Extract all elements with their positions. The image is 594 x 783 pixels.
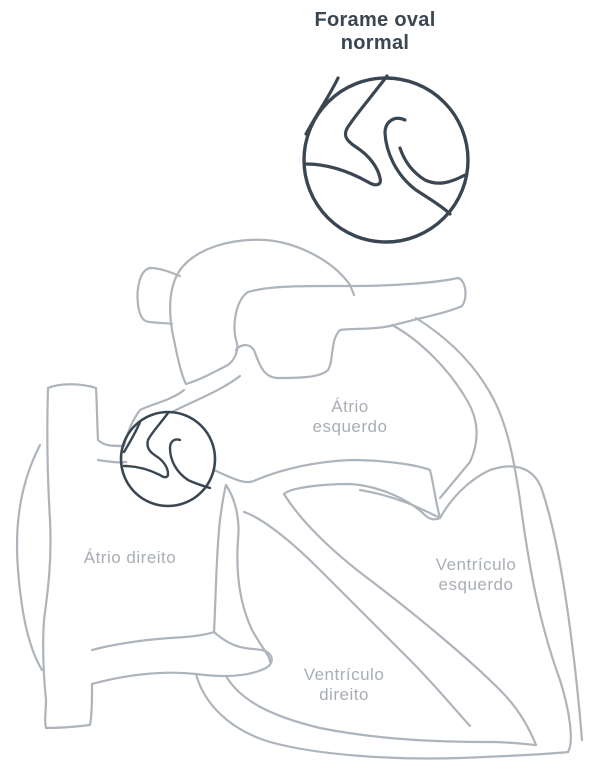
septum-primum-line <box>306 78 338 134</box>
label-right-atrium-text: Átrio direito <box>60 548 200 568</box>
atrial-septum-lower <box>214 485 226 632</box>
label-left-ventricle-line-1: Ventrículo <box>418 555 534 575</box>
label-left-ventricle: Ventrículo esquerdo <box>418 555 534 595</box>
label-right-ventricle-line-2: direito <box>286 685 402 705</box>
label-right-atrium: Átrio direito <box>60 548 200 568</box>
flap-edge-line <box>400 148 465 183</box>
label-left-atrium-line-2: esquerdo <box>300 417 400 437</box>
aorta-ascending-right <box>186 286 352 384</box>
tricuspid-valve <box>92 632 272 684</box>
septum-secundum-line <box>306 76 387 185</box>
foramen-ovale-marker <box>121 412 215 506</box>
right-atrium-outer <box>17 445 42 670</box>
right-ventricle-inner-left <box>226 485 270 662</box>
heart-outer-right <box>416 318 571 752</box>
label-right-ventricle: Ventrículo direito <box>286 665 402 705</box>
foramen-circle <box>121 412 215 506</box>
left-atrium-outer <box>392 325 477 498</box>
label-left-atrium: Átrio esquerdo <box>300 397 400 437</box>
flap-line <box>385 118 450 214</box>
interatrial-septum-upper <box>172 376 240 412</box>
foramen-septum-secundum <box>124 413 168 477</box>
mitral-valve <box>360 490 440 518</box>
interventricular-septum-right <box>284 494 536 745</box>
right-atrium-floor <box>92 632 214 650</box>
magnifier-circle <box>304 78 468 242</box>
left-ventricle-wall <box>440 466 582 740</box>
aorta-left-branch <box>138 268 181 324</box>
vena-cava-left <box>43 388 50 728</box>
label-right-ventricle-line-1: Ventrículo <box>286 665 402 685</box>
av-plane <box>214 460 440 519</box>
inferior-vena-cava-bottom <box>46 684 92 728</box>
magnified-foramen-detail <box>304 76 468 242</box>
aorta-ascending-left <box>170 270 186 384</box>
superior-vena-cava <box>48 384 124 446</box>
foramen-flap <box>170 439 210 488</box>
label-left-atrium-line-1: Átrio <box>300 397 400 417</box>
label-left-ventricle-line-2: esquerdo <box>418 575 534 595</box>
